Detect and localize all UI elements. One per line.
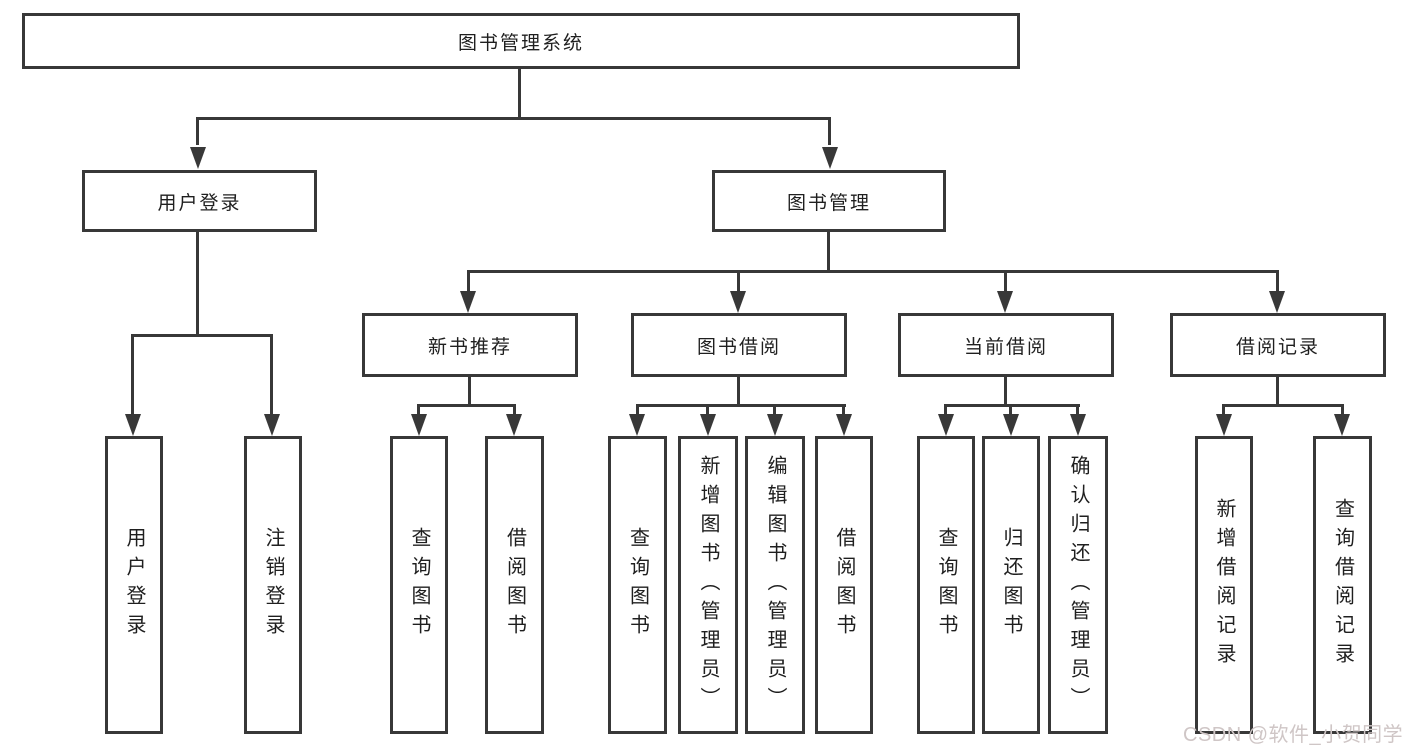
arrowhead-down-icon [1216,414,1232,436]
node-book-borrow-label: 图书借阅 [696,336,781,358]
leaf-query-books-borrow-label: 查询图书 [626,527,649,643]
connector-line [196,232,199,335]
connector-line [1009,404,1012,415]
connector-line [196,117,831,120]
node-book-management-label: 图书管理 [786,192,871,214]
arrowhead-down-icon [506,414,522,436]
leaf-query-books-recommend: 查询图书 [390,436,448,734]
arrowhead-down-icon [1070,414,1086,436]
node-user-login: 用户登录 [82,170,317,232]
node-borrow-records: 借阅记录 [1170,313,1386,377]
node-new-book-recommend: 新书推荐 [362,313,578,377]
leaf-edit-book-admin: 编辑图书（管理员） [745,436,805,734]
leaf-query-borrow-record: 查询借阅记录 [1313,436,1372,734]
connector-line [467,270,470,292]
arrowhead-down-icon [1334,414,1350,436]
arrowhead-down-icon [411,414,427,436]
connector-line [131,334,134,414]
connector-line [737,270,740,292]
arrowhead-down-icon [938,414,954,436]
connector-line [828,117,831,145]
leaf-query-borrow-record-label: 查询借阅记录 [1331,498,1354,672]
connector-line [737,377,740,406]
arrowhead-down-icon [767,414,783,436]
connector-line [196,117,199,145]
leaf-edit-book-admin-label: 编辑图书（管理员） [764,454,786,716]
leaf-user-login-label: 用户登录 [123,527,145,643]
leaf-logout: 注销登录 [244,436,302,734]
leaf-borrow-books-recommend-label: 借阅图书 [503,527,526,643]
node-user-login-label: 用户登录 [157,192,242,214]
arrowhead-down-icon [629,414,645,436]
arrowhead-down-icon [1003,414,1019,436]
leaf-add-borrow-record: 新增借阅记录 [1195,436,1253,734]
leaf-add-book-admin: 新增图书（管理员） [678,436,738,734]
connector-line [518,69,521,120]
connector-line [468,377,471,406]
connector-line [1276,377,1279,406]
connector-line [1222,404,1225,415]
connector-line [706,404,709,415]
node-root: 图书管理系统 [22,13,1020,69]
connector-line [944,404,947,415]
connector-line [1341,404,1344,415]
connector-line [131,334,273,337]
connector-line [842,404,845,415]
connector-line [773,404,776,415]
connector-line [513,404,516,415]
arrowhead-down-icon [997,291,1013,313]
node-book-management: 图书管理 [712,170,946,232]
arrowhead-down-icon [836,414,852,436]
connector-line [417,404,420,415]
connector-line [417,404,516,407]
arrowhead-down-icon [190,147,206,169]
leaf-borrow-books-label: 借阅图书 [833,527,855,643]
arrowhead-down-icon [460,291,476,313]
leaf-add-borrow-record-label: 新增借阅记录 [1213,498,1235,672]
leaf-borrow-books: 借阅图书 [815,436,873,734]
arrowhead-down-icon [1269,291,1285,313]
leaf-query-books-current: 查询图书 [917,436,975,734]
arrowhead-down-icon [730,291,746,313]
connector-line [827,232,830,272]
node-book-borrow: 图书借阅 [631,313,847,377]
leaf-query-books-recommend-label: 查询图书 [408,527,430,643]
leaf-return-books: 归还图书 [982,436,1040,734]
arrowhead-down-icon [264,414,280,436]
leaf-borrow-books-recommend: 借阅图书 [485,436,544,734]
leaf-confirm-return-admin-label: 确认归还（管理员） [1067,454,1089,716]
connector-line [1222,404,1344,407]
leaf-logout-label: 注销登录 [262,527,284,643]
connector-line [1076,404,1079,415]
connector-line [1276,270,1279,292]
leaf-user-login: 用户登录 [105,436,163,734]
node-borrow-records-label: 借阅记录 [1235,336,1320,358]
connector-line [1004,270,1007,292]
leaf-query-books-current-label: 查询图书 [935,527,957,643]
node-current-borrow-label: 当前借阅 [963,336,1048,358]
node-new-book-recommend-label: 新书推荐 [427,336,512,358]
node-root-label: 图书管理系统 [457,32,584,54]
arrowhead-down-icon [700,414,716,436]
connector-line [636,404,639,415]
arrowhead-down-icon [125,414,141,436]
node-current-borrow: 当前借阅 [898,313,1114,377]
connector-line [1004,377,1007,406]
watermark: CSDN @软件_小贺同学 [1183,724,1404,746]
arrowhead-down-icon [822,147,838,169]
leaf-query-books-borrow: 查询图书 [608,436,667,734]
leaf-confirm-return-admin: 确认归还（管理员） [1048,436,1108,734]
leaf-add-book-admin-label: 新增图书（管理员） [697,454,719,716]
leaf-return-books-label: 归还图书 [1000,527,1022,643]
connector-line [636,404,846,407]
connector-line [270,334,273,414]
connector-line [944,404,1080,407]
connector-line [467,270,1279,273]
